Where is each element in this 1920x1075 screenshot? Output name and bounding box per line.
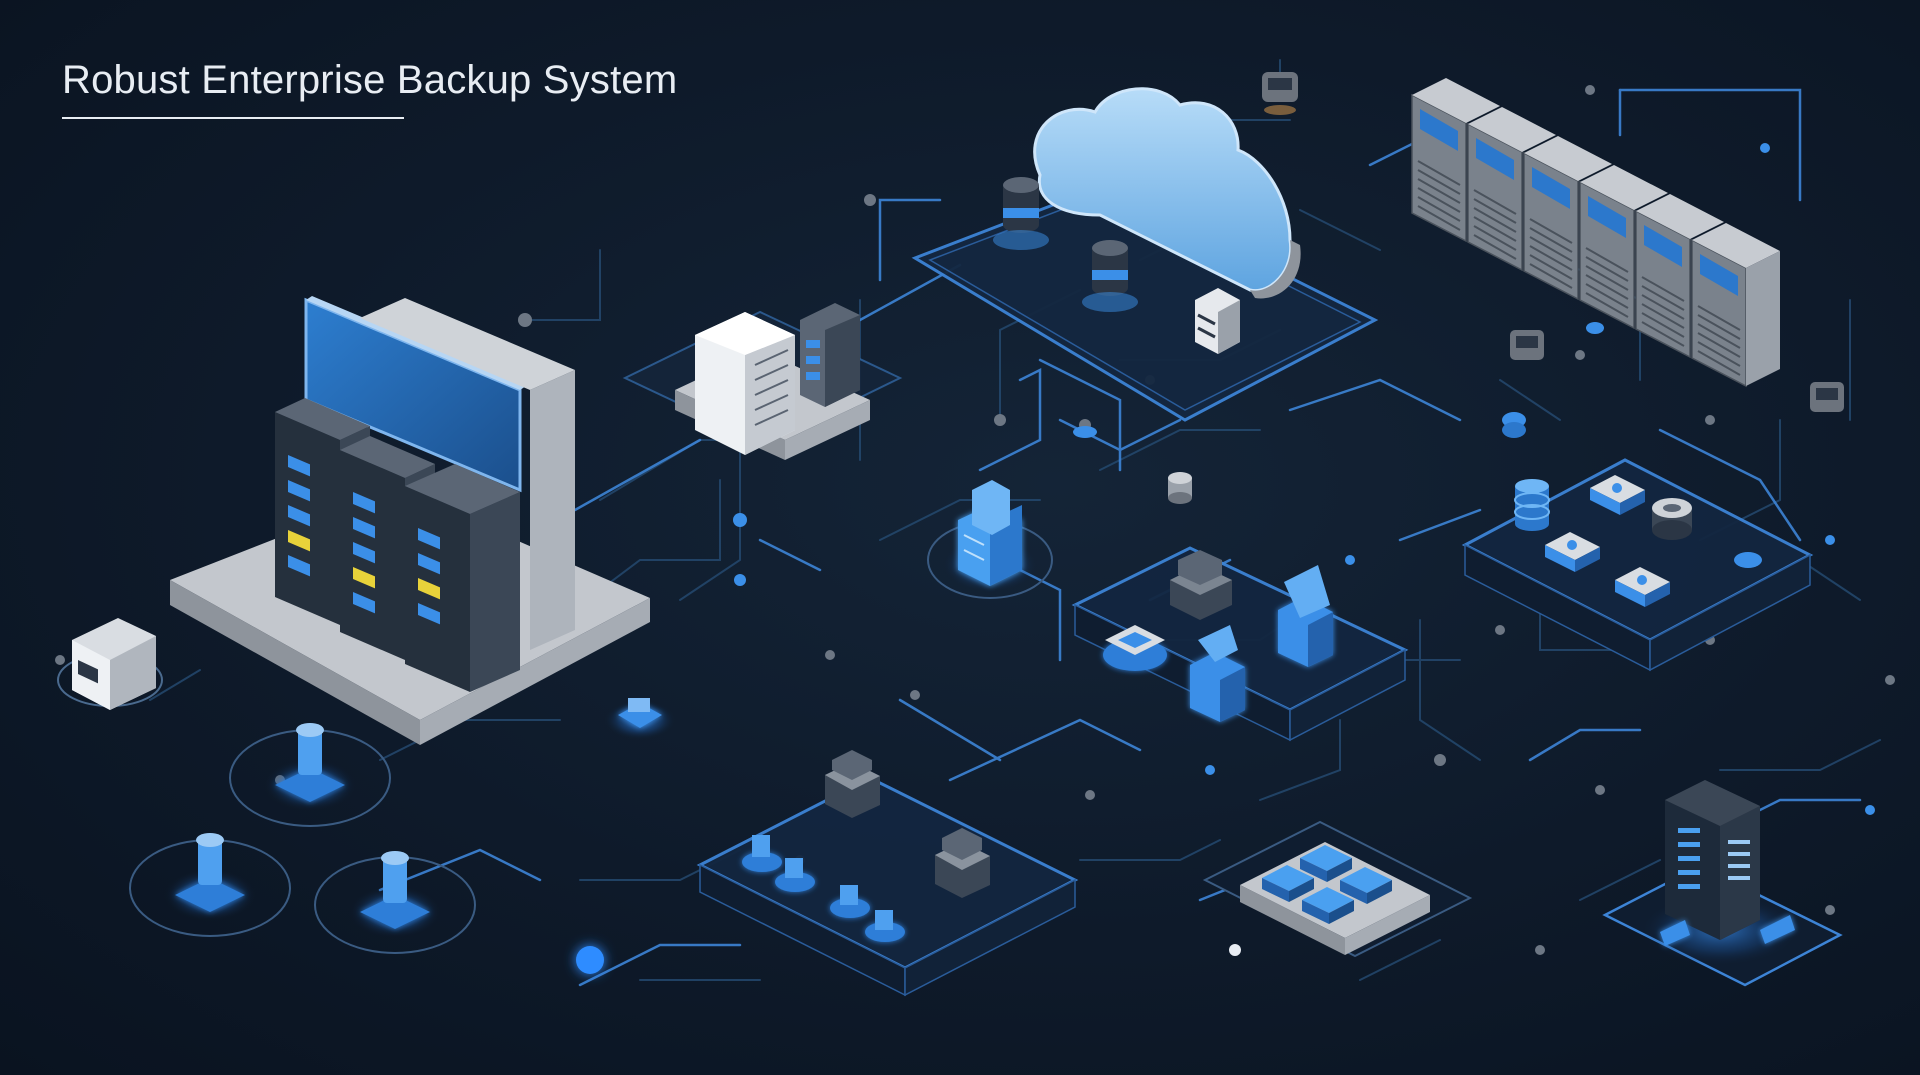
small-device-1 [742, 835, 782, 872]
storage-rack [1467, 107, 1556, 272]
node-block-3 [1615, 567, 1670, 607]
chip-icon [1103, 625, 1167, 671]
drive-pad-1 [229, 723, 391, 827]
edge-devices-platform [696, 750, 1079, 997]
backup-device [57, 618, 163, 710]
central-hub [927, 480, 1053, 599]
small-device-3 [830, 885, 870, 918]
page-title: Robust Enterprise Backup System [62, 58, 678, 102]
drive-pad-3 [314, 851, 476, 954]
mid-cylinders [1073, 426, 1192, 504]
storage-unit-3 [1195, 288, 1240, 354]
chip-tile-4 [1302, 887, 1354, 924]
storage-unit-1 [993, 177, 1049, 250]
primary-server-cluster [170, 296, 650, 745]
machine-unit-2 [825, 750, 880, 818]
drive-pad-2 [129, 833, 291, 937]
storage-rack [1523, 136, 1612, 301]
city-hub-platform [1071, 546, 1409, 742]
drive-disk [1652, 498, 1692, 540]
chip-tile-1 [1300, 845, 1352, 882]
backup-drives [129, 723, 476, 954]
storage-rack [1635, 194, 1724, 359]
cloud-icon [1033, 87, 1301, 299]
network-switch-icon [604, 698, 676, 740]
storage-rack [1579, 165, 1668, 330]
storage-unit-2 [1082, 240, 1138, 312]
rack-indicator-lights [288, 455, 440, 625]
small-device-4 [865, 910, 905, 942]
blue-building-1 [1190, 625, 1245, 722]
database-cluster [1461, 412, 1814, 672]
node-block-2 [1545, 532, 1600, 572]
machine-unit [1170, 550, 1232, 620]
standalone-server [1602, 780, 1843, 987]
cloud-storage [911, 87, 1379, 422]
chip-tile-2 [1262, 865, 1314, 902]
office-building-site [622, 303, 903, 460]
storage-rack-side [1746, 251, 1780, 386]
title-underline [62, 117, 404, 119]
router-device [1262, 72, 1298, 115]
edge-node-right [1510, 322, 1844, 412]
connection-nodes [55, 85, 1895, 974]
storage-rack [1411, 78, 1500, 243]
machine-unit-3 [935, 828, 990, 898]
storage-array-row [1411, 78, 1780, 388]
blue-building-2 [1278, 565, 1333, 667]
chip-tile-3 [1340, 867, 1392, 904]
small-device-2 [775, 858, 815, 892]
storage-chip-grid [1202, 820, 1473, 958]
storage-rack [1691, 223, 1780, 388]
node-block-1 [1590, 475, 1645, 515]
database-icon [1514, 479, 1550, 531]
